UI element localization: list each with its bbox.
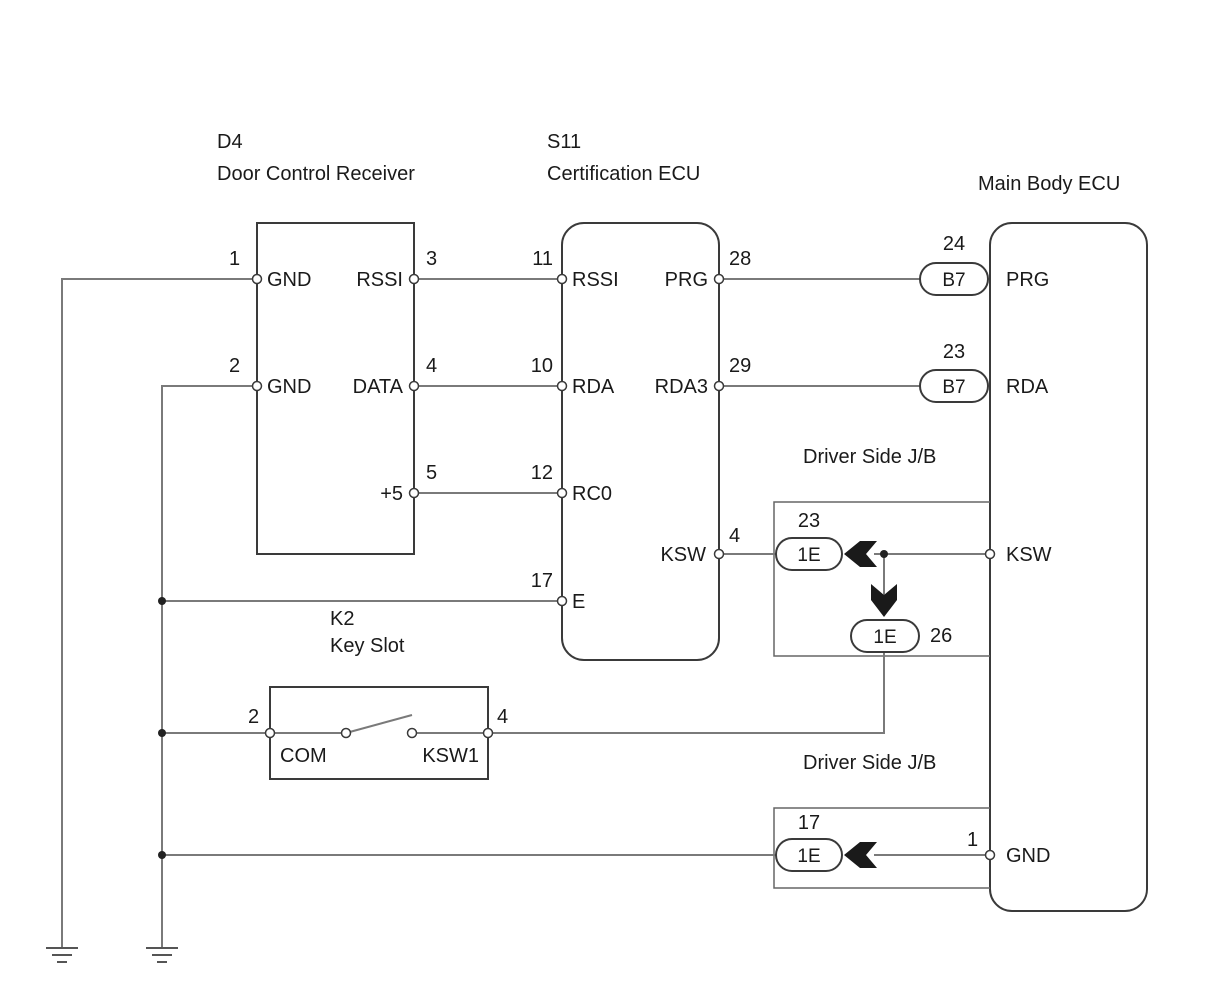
- pin-label: RC0: [572, 483, 612, 505]
- pin-terminal: [713, 548, 725, 560]
- ground-wire-b: [161, 385, 257, 948]
- pin-label: +5: [380, 483, 403, 505]
- pin-label: PRG: [665, 269, 708, 291]
- pin-terminal: [408, 273, 420, 285]
- connector-label: 1E: [873, 627, 896, 648]
- main-body-ecu-name: Main Body ECU: [978, 173, 1120, 195]
- driver-jb-upper-outline: [773, 501, 990, 657]
- door-receiver-code: D4: [217, 131, 243, 153]
- pin-number: 1: [229, 248, 240, 270]
- pin-number: 2: [229, 355, 240, 377]
- connector-1e-ksw: [775, 537, 843, 571]
- key-slot-switch-contact-left: [340, 727, 352, 739]
- connector-pin-number: 23: [943, 341, 965, 363]
- pin-label: RDA: [572, 376, 615, 398]
- connector-pin-number: 23: [798, 510, 820, 532]
- pin-terminal: [556, 380, 568, 392]
- pin-number: 11: [532, 248, 553, 270]
- cert-ecu-name: Certification ECU: [547, 163, 700, 185]
- pin-terminal: [408, 487, 420, 499]
- ground-symbol-icon: [46, 947, 78, 963]
- connector-b7-rda: [919, 369, 989, 403]
- connector-label: B7: [942, 270, 965, 291]
- splice-dot: [158, 597, 166, 605]
- pin-terminal: [556, 273, 568, 285]
- driver-jb-lower-label: Driver Side J/B: [803, 752, 936, 774]
- ground-wire-a: [61, 278, 257, 948]
- connector-pin-number: 24: [943, 233, 965, 255]
- driver-jb-lower-outline: [773, 807, 990, 889]
- pin-number: 4: [497, 706, 508, 728]
- connector-label: B7: [942, 377, 965, 398]
- pin-terminal: [251, 273, 263, 285]
- pin-terminal: [251, 380, 263, 392]
- key-slot-switch-blade: [345, 714, 413, 734]
- driver-jb-upper-label: Driver Side J/B: [803, 446, 936, 468]
- connector-pin-number: 17: [798, 812, 820, 834]
- pin-number: 29: [729, 355, 751, 377]
- ground-symbol-icon: [146, 947, 178, 963]
- connector-1e-down: [850, 619, 920, 653]
- pin-label: GND: [1006, 845, 1050, 867]
- pin-terminal: [556, 595, 568, 607]
- pin-number: 5: [426, 462, 437, 484]
- pin-number: 1: [967, 829, 978, 851]
- pin-label: PRG: [1006, 269, 1049, 291]
- certification-ecu-box: [561, 222, 720, 661]
- door-receiver-name: Door Control Receiver: [217, 163, 415, 185]
- connector-label: 1E: [797, 545, 820, 566]
- key-slot-switch-contact-right: [406, 727, 418, 739]
- cert-ecu-code: S11: [547, 131, 581, 153]
- pin-number: 10: [531, 355, 553, 377]
- splice-dot: [880, 550, 888, 558]
- door-control-receiver-box: [256, 222, 415, 555]
- connector-pin-number: 26: [930, 625, 952, 647]
- pin-terminal: [482, 727, 494, 739]
- pin-terminal: [408, 380, 420, 392]
- pin-label: DATA: [353, 376, 404, 398]
- pin-label: GND: [267, 269, 311, 291]
- pin-label: RDA3: [655, 376, 708, 398]
- splice-dot: [158, 851, 166, 859]
- pin-terminal: [713, 273, 725, 285]
- connector-b7-prg: [919, 262, 989, 296]
- pin-number: 12: [531, 462, 553, 484]
- ksw1-wire: [488, 652, 885, 734]
- pin-label: KSW1: [422, 745, 479, 767]
- pin-terminal: [264, 727, 276, 739]
- pin-label: RSSI: [356, 269, 403, 291]
- main-body-ecu-box: [989, 222, 1148, 912]
- pin-label: RSSI: [572, 269, 619, 291]
- splice-dot: [158, 729, 166, 737]
- pin-terminal: [713, 380, 725, 392]
- connector-arrow-left-icon: [844, 842, 877, 868]
- pin-label: E: [572, 591, 585, 613]
- pin-label: COM: [280, 745, 327, 767]
- pin-number: 4: [426, 355, 437, 377]
- pin-number: 4: [729, 525, 740, 547]
- pin-number: 3: [426, 248, 437, 270]
- connector-label: 1E: [797, 846, 820, 867]
- pin-label: GND: [267, 376, 311, 398]
- pin-label: KSW: [660, 544, 706, 566]
- connector-1e-gnd: [775, 838, 843, 872]
- pin-terminal: [984, 548, 996, 560]
- key-slot-code: K2: [330, 608, 354, 630]
- connector-arrow-down-icon: [871, 584, 897, 617]
- pin-terminal: [556, 487, 568, 499]
- pin-label: KSW: [1006, 544, 1052, 566]
- key-slot-name: Key Slot: [330, 635, 405, 657]
- pin-terminal: [984, 849, 996, 861]
- pin-label: RDA: [1006, 376, 1049, 398]
- connector-arrow-left-icon: [844, 541, 877, 567]
- pin-number: 17: [531, 570, 553, 592]
- pin-number: 28: [729, 248, 751, 270]
- pin-number: 2: [248, 706, 259, 728]
